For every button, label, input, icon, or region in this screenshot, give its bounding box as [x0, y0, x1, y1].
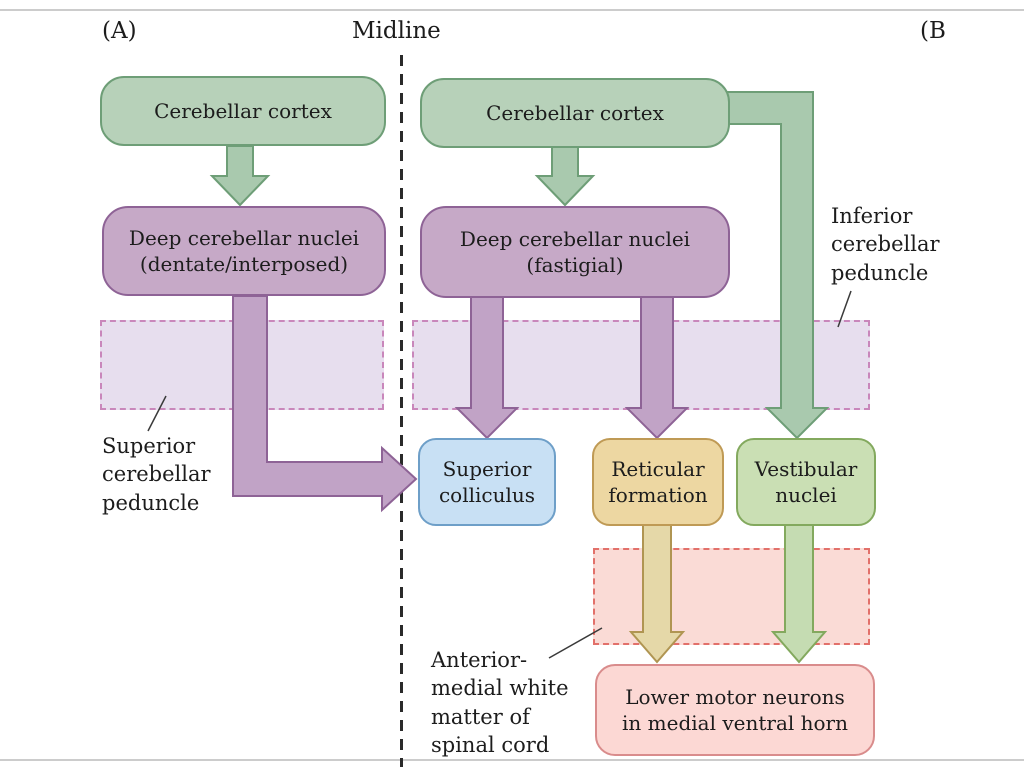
panel-a-label: (A)	[102, 18, 137, 44]
slide-bottom-border	[0, 759, 1024, 761]
box-superior-colliculus: Superior colliculus	[418, 438, 556, 526]
arrow-vestibular-to-lower-motor	[770, 524, 828, 664]
superior-peduncle-label: Superior cerebellar peduncle	[102, 434, 211, 515]
box-lower-motor-neurons: Lower motor neurons in medial ventral ho…	[595, 664, 875, 756]
panel-b-label: (B	[920, 18, 946, 44]
spinal-white-matter-pointer-line	[548, 627, 603, 659]
box-vestibular-nuclei: Vestibular nuclei	[736, 438, 876, 526]
box-b-deep-cerebellar-nuclei: Deep cerebellar nuclei (fastigial)	[420, 206, 730, 298]
arrow-reticular-to-lower-motor	[628, 524, 686, 664]
midline-label: Midline	[352, 18, 441, 44]
arrow-cortex-to-vestibular-inferior-peduncle	[725, 91, 830, 440]
slide-top-border	[0, 9, 1024, 11]
box-a-cerebellar-cortex: Cerebellar cortex	[100, 76, 386, 146]
inferior-peduncle-label: Inferior cerebellar peduncle	[831, 204, 940, 285]
arrow-dentate-to-superior-colliculus	[232, 295, 418, 513]
box-reticular-formation: Reticular formation	[592, 438, 724, 526]
box-a-deep-cerebellar-nuclei: Deep cerebellar nuclei (dentate/interpos…	[102, 206, 386, 296]
midline-divider	[400, 55, 403, 767]
inferior-peduncle-pointer-line	[837, 290, 852, 328]
spinal-white-matter-label: Anterior- medial white matter of spinal …	[431, 648, 569, 758]
spinal-white-matter-band	[593, 548, 870, 645]
arrow-fastigial-to-superior-colliculus	[454, 295, 520, 440]
arrow-fastigial-to-reticular	[624, 295, 690, 440]
superior-peduncle-pointer-line	[147, 395, 167, 432]
box-b-cerebellar-cortex: Cerebellar cortex	[420, 78, 730, 148]
arrow-b-cortex-to-deep	[534, 145, 596, 207]
arrow-a-cortex-to-deep	[209, 145, 271, 207]
